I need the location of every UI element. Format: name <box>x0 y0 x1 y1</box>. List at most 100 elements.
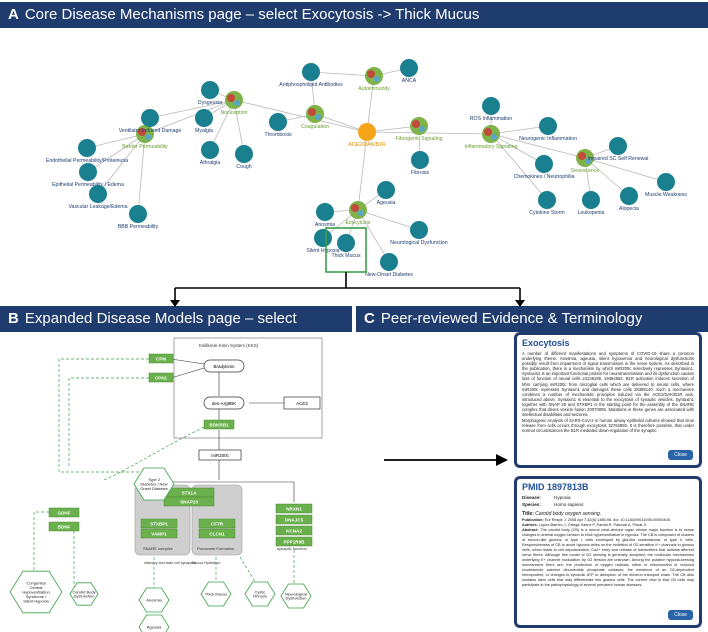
gene-box-dnajc5[interactable]: DNAJC5 <box>275 514 313 525</box>
node-exo[interactable]: Exocytosis <box>346 201 371 226</box>
node-label: Cytokine Storm <box>529 210 564 216</box>
node-label: Leukopenia <box>578 210 605 216</box>
node-autoimm[interactable]: Autoimmunity <box>358 67 390 92</box>
gene-box-nrxn1[interactable]: NRXN1 <box>275 503 313 514</box>
node-impsc[interactable]: Impaired SC Self Renewal <box>588 137 649 162</box>
node-label: Chemokines / Neutrophilia <box>514 174 575 180</box>
network-edge <box>584 157 667 183</box>
node-label: Neurogenic Inflammation <box>519 136 577 142</box>
gene-label: BDNF <box>58 525 71 530</box>
network-edge <box>310 71 375 77</box>
node-cough[interactable]: Cough <box>235 145 253 170</box>
gene-label: DNAJC5 <box>285 518 304 523</box>
node-label: Nociception <box>220 110 247 116</box>
authors-label: Authors: <box>522 523 538 527</box>
close-button[interactable]: Close <box>668 450 693 460</box>
olfactory-label: olfactory and taste cell synapses <box>144 561 196 565</box>
node-neurod[interactable]: Neurological Dysfunction <box>390 221 448 246</box>
node-silent[interactable]: Silent Hypoxia <box>306 229 340 254</box>
node-anca[interactable]: ANCA <box>400 59 418 84</box>
section-title: Core Disease Mechanisms page – select Ex… <box>24 6 480 23</box>
node-alop[interactable]: Alopecia <box>619 187 639 212</box>
close-button[interactable]: Close <box>668 610 693 620</box>
mucus-hydration-label: Mucus Hydration <box>192 561 221 565</box>
disease-hexagon[interactable]: Anosmia <box>138 587 170 613</box>
node-vid[interactable]: Ventilator Induced Damage <box>119 109 182 134</box>
gene-box-ppp1r9b[interactable]: PPP1R9B <box>275 536 313 547</box>
synaptic-function-label: synaptic function <box>277 546 307 551</box>
publication-value: Eur Respir J. 2008 Apr 7;32(5):1386-98. … <box>544 518 671 522</box>
node-vasc[interactable]: Vascular Leakage/Edema <box>68 185 128 210</box>
gene-box-stxbp1[interactable]: STXBP1 <box>140 518 178 529</box>
gene-box-cpn1[interactable]: CPN1 <box>148 372 174 383</box>
node-musw[interactable]: Muscle Weakness <box>645 173 687 198</box>
exocytosis-popup: Exocytosis A number of different manifes… <box>514 332 702 468</box>
node-cyto[interactable]: Cytokine Storm <box>529 191 565 216</box>
node-ros[interactable]: ROS Inflammation <box>470 97 512 122</box>
gene-box-stx1a[interactable]: STX1A <box>163 487 215 498</box>
disease-hexagon[interactable]: Ageusia <box>138 614 170 632</box>
network-edge <box>233 99 245 155</box>
gene-label: STX1A <box>182 491 197 496</box>
node-myal[interactable]: Myalgia <box>195 109 213 134</box>
node-barrier[interactable]: Barrier Permeability <box>122 125 168 150</box>
panel-connector-arrows <box>170 272 525 307</box>
node-endo[interactable]: Endothelial Permeability/Proteinuria <box>46 139 128 164</box>
node-fibrosis[interactable]: Fibrosis <box>411 151 430 176</box>
disease-hexagon[interactable]: Thick Mucus <box>200 581 232 607</box>
gene-box-vamp1[interactable]: VAMP1 <box>140 528 178 539</box>
node-epi[interactable]: Epithelial Permeability / Edema <box>52 163 124 188</box>
gene-box-bdkrb1[interactable]: BDKRB1 <box>203 419 235 430</box>
node-neuroinf[interactable]: Neurogenic Inflammation <box>519 117 577 142</box>
gene-box-cpm[interactable]: CPM <box>148 353 174 364</box>
node-dysg[interactable]: Dysgeusia <box>198 81 222 106</box>
node-inflam[interactable]: Inflammatory Signaling <box>465 125 518 150</box>
network-edge <box>357 131 368 211</box>
node-leuk[interactable]: Leukopenia <box>578 191 605 216</box>
authors-row: Authors: López-Barneo J, Ortega-Sáenz P,… <box>517 523 699 528</box>
node-label: Silent Hypoxia <box>306 248 339 254</box>
node-newdiab[interactable]: New-Onset Diabetes <box>365 253 413 278</box>
gene-label: KCNA2 <box>286 529 302 534</box>
node-ageu[interactable]: Ageusia <box>377 181 396 206</box>
node-antiph[interactable]: Antiphospholipid Antibodies <box>279 63 343 88</box>
node-anos[interactable]: Anosmia <box>315 203 335 228</box>
gene-box-gdnf[interactable]: GDNF <box>48 507 80 518</box>
network-edge <box>314 113 368 133</box>
gene-box-cftr[interactable]: CFTR <box>198 518 236 529</box>
node-chemo[interactable]: Chemokines / Neutrophilia <box>514 155 575 180</box>
node-fibro[interactable]: Fibrogenic Signaling <box>395 117 443 142</box>
node-arth[interactable]: Athralgia <box>200 141 221 166</box>
node-senes[interactable]: Senescence <box>571 149 600 174</box>
node-coag[interactable]: Coagulation <box>301 105 329 130</box>
mir200c-label: miR200c <box>211 453 230 458</box>
node-throm[interactable]: Thrombosis <box>264 113 292 138</box>
gene-box-bdnf[interactable]: BDNF <box>48 521 80 532</box>
node-label: Vascular Leakage/Edema <box>68 204 127 210</box>
network-edge <box>149 99 235 119</box>
node-ace2[interactable]: ACE2/DAK/B1R <box>348 123 386 148</box>
node-label: Muscle Weakness <box>645 192 687 198</box>
gene-box-snap23[interactable]: SNAP23 <box>163 496 215 507</box>
node-noci[interactable]: Nociception <box>220 91 248 116</box>
node-label: Ageusia <box>377 200 396 206</box>
gene-box-kcna2[interactable]: KCNA2 <box>275 525 313 536</box>
node-label: Fibrosis <box>411 170 430 176</box>
network-edge <box>144 99 235 135</box>
node-label: Ventilator Induced Damage <box>119 128 182 134</box>
pmid-title: PMID 1897813B <box>522 482 589 492</box>
node-thick[interactable]: Thick Mucus <box>331 234 361 259</box>
gene-box-clcn1[interactable]: CLCN1 <box>198 528 236 539</box>
node-bbb[interactable]: BBB Permeability <box>118 205 159 230</box>
disease-row: Disease:Hypoxia <box>517 495 699 502</box>
gene-label: CPN1 <box>155 376 168 381</box>
